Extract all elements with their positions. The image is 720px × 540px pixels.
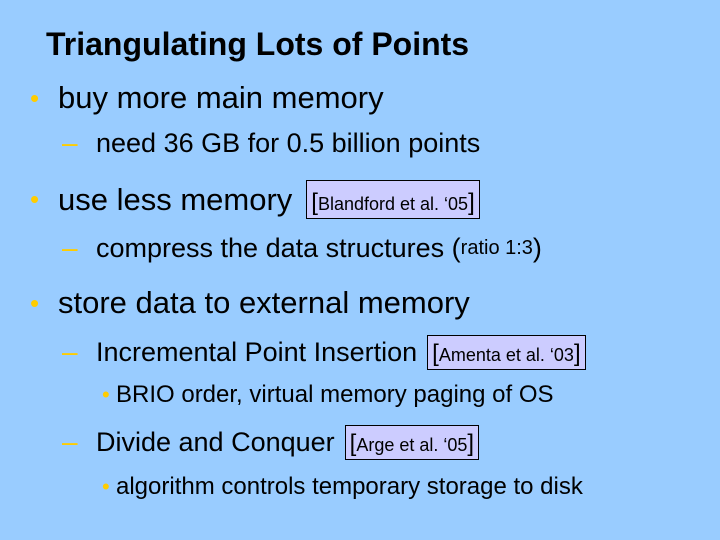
bullet-text: buy more main memory [58,80,384,115]
bullet-2: • use less memory [Blandford et al. ‘05] [30,180,480,220]
citation-text: Blandford et al. ‘05 [317,194,469,214]
dash-icon: – [62,426,78,458]
citation-box: [Amenta et al. ‘03] [427,335,586,370]
sub-bullet-1: – need 36 GB for 0.5 billion points [62,127,480,159]
sub-bullet-text: compress the data structures ( [96,232,461,263]
sub-sub-bullet-text: algorithm controls temporary storage to … [116,473,583,500]
close-bracket: ] [467,430,475,457]
close-paren: ) [532,232,542,263]
dash-icon: – [62,127,78,158]
bullet-1: • buy more main memory [30,80,384,116]
bullet-text: use less memory [58,181,293,217]
close-bracket: ] [468,189,475,216]
sub-bullet-4: – Divide and Conquer [Arge et al. ‘05] [62,425,480,460]
citation-text: Arge et al. ‘05 [356,435,468,455]
sub-bullet-text: Divide and Conquer [96,426,335,457]
citation-text: Amenta et al. ‘03 [438,345,574,365]
sub-sub-bullet-2: • algorithm controls temporary storage t… [102,473,583,501]
bullet-3: • store data to external memory [30,285,470,321]
dash-icon: – [62,336,78,368]
sub-bullet-2: – compress the data structures (ratio 1:… [62,232,542,264]
citation-box: [Arge et al. ‘05] [344,425,480,460]
bullet-icon: • [30,82,40,113]
sub-sub-bullet-text: BRIO order, virtual memory paging of OS [116,381,554,408]
open-bracket: [ [349,430,357,457]
close-bracket: ] [573,340,581,367]
open-bracket: [ [432,340,439,367]
bullet-icon: • [102,474,110,499]
sub-bullet-text: need 36 GB for 0.5 billion points [96,127,481,158]
sub-bullet-text: Incremental Point Insertion [96,336,418,367]
citation-box: [Blandford et al. ‘05] [306,180,480,220]
bullet-icon: • [30,287,40,318]
dash-icon: – [62,232,78,263]
bullet-icon: • [102,382,110,407]
bullet-icon: • [30,184,40,215]
bullet-text: store data to external memory [58,285,470,320]
sub-bullet-3: – Incremental Point Insertion [Amenta et… [62,335,586,370]
open-bracket: [ [311,189,318,216]
slide-title: Triangulating Lots of Points [46,26,470,62]
sub-sub-bullet-1: • BRIO order, virtual memory paging of O… [102,381,554,409]
ratio-text: ratio 1:3 [460,236,533,259]
